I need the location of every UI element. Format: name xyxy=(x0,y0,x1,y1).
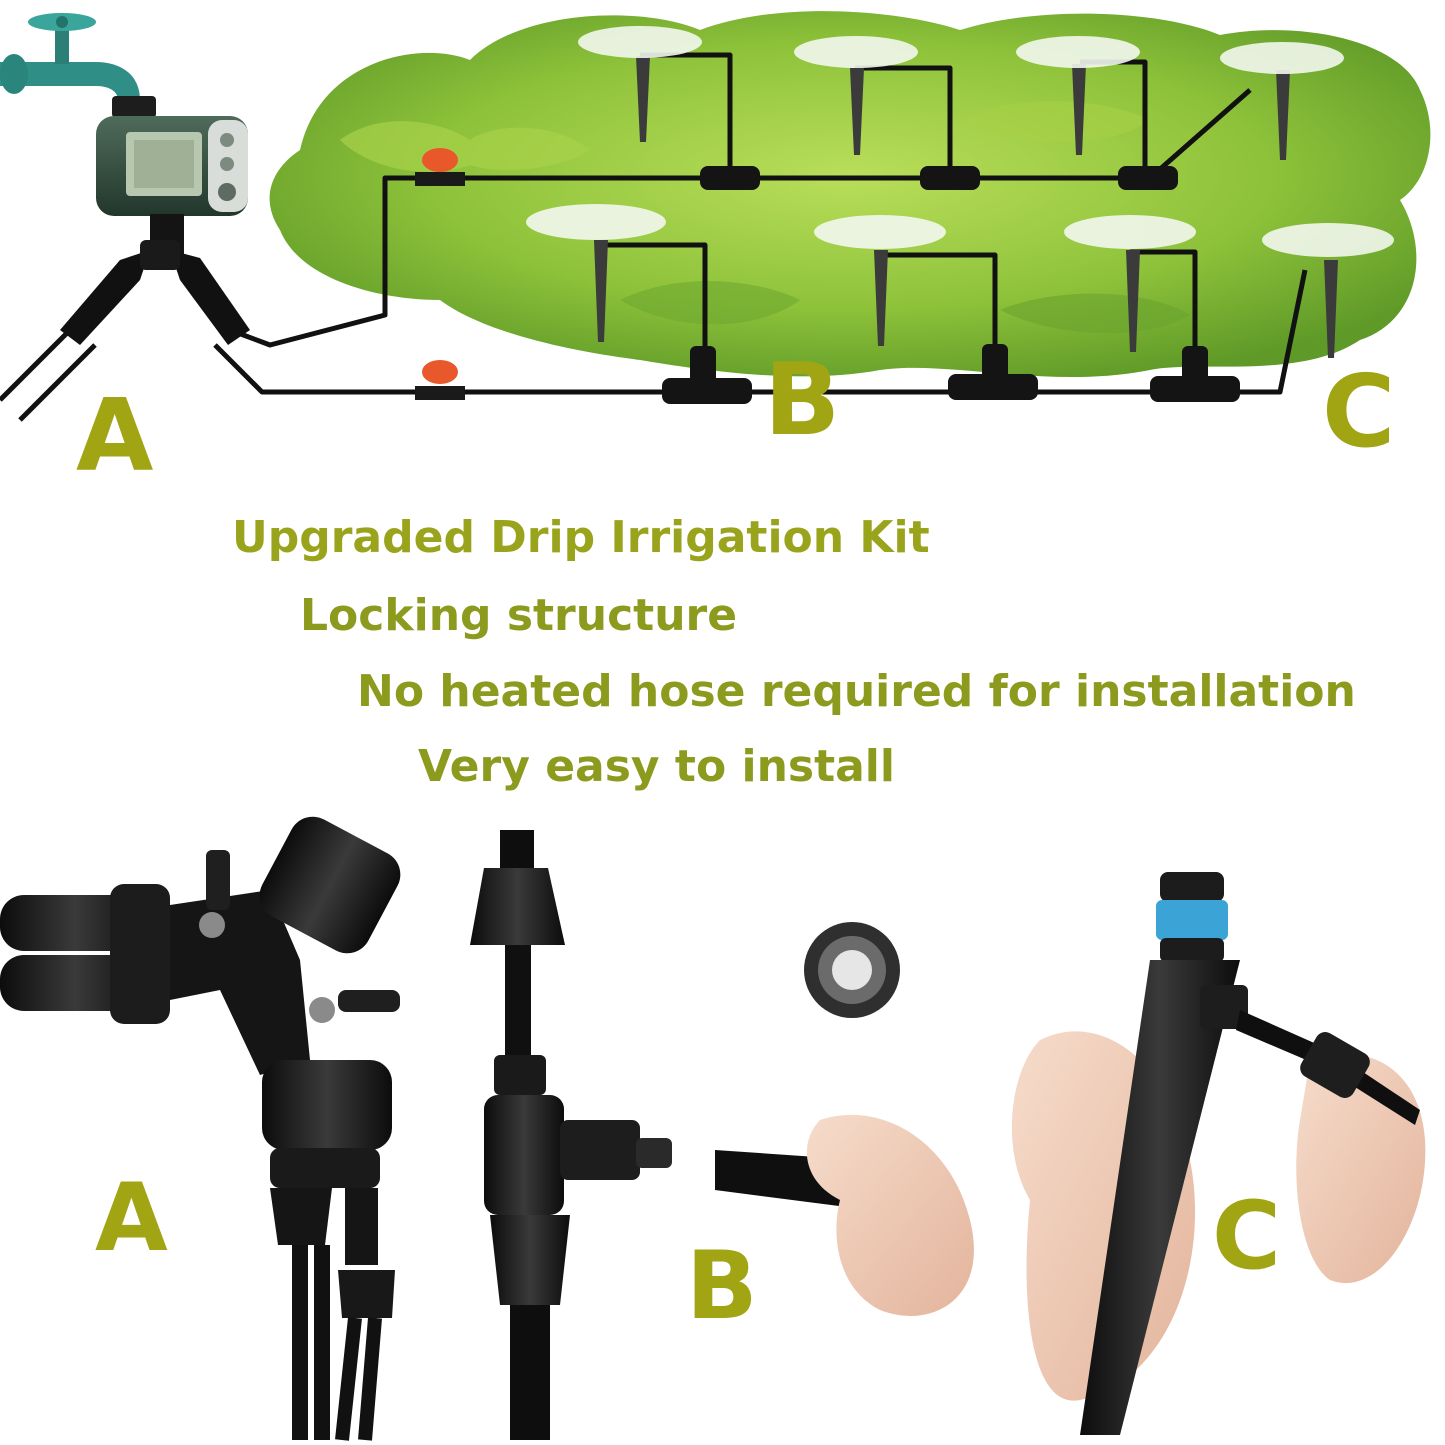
part-label-b: B xyxy=(686,1232,758,1341)
hand-holding-tube xyxy=(715,1114,974,1316)
feature-no-heated-hose: No heated hose required for installation xyxy=(357,666,1356,717)
spray-mist-icon xyxy=(526,26,1394,257)
water-timer-icon xyxy=(96,96,248,254)
part-c-dripper-stake xyxy=(1011,872,1426,1435)
diagram-label-c: C xyxy=(1322,353,1396,470)
distribution-tubing xyxy=(0,52,1308,422)
dripper-stake-icon xyxy=(594,56,1338,358)
end-plug-icon xyxy=(804,922,900,1018)
part-a-y-splitter xyxy=(0,816,401,1441)
feature-locking: Locking structure xyxy=(300,590,738,641)
diagram-label-b: B xyxy=(764,341,841,458)
diagram-label-a: A xyxy=(76,377,154,494)
tee-connector-icon xyxy=(662,166,1240,404)
part-b-tee-connector xyxy=(470,830,672,1440)
y-splitter-icon xyxy=(60,240,250,345)
feature-easy-install: Very easy to install xyxy=(418,741,895,792)
faucet-icon xyxy=(0,13,146,114)
feature-headline: Upgraded Drip Irrigation Kit xyxy=(232,512,930,563)
foliage-hedge xyxy=(269,11,1431,378)
shutoff-valve-icon xyxy=(415,148,465,400)
part-label-a: A xyxy=(95,1164,168,1273)
part-label-c: C xyxy=(1212,1182,1281,1291)
